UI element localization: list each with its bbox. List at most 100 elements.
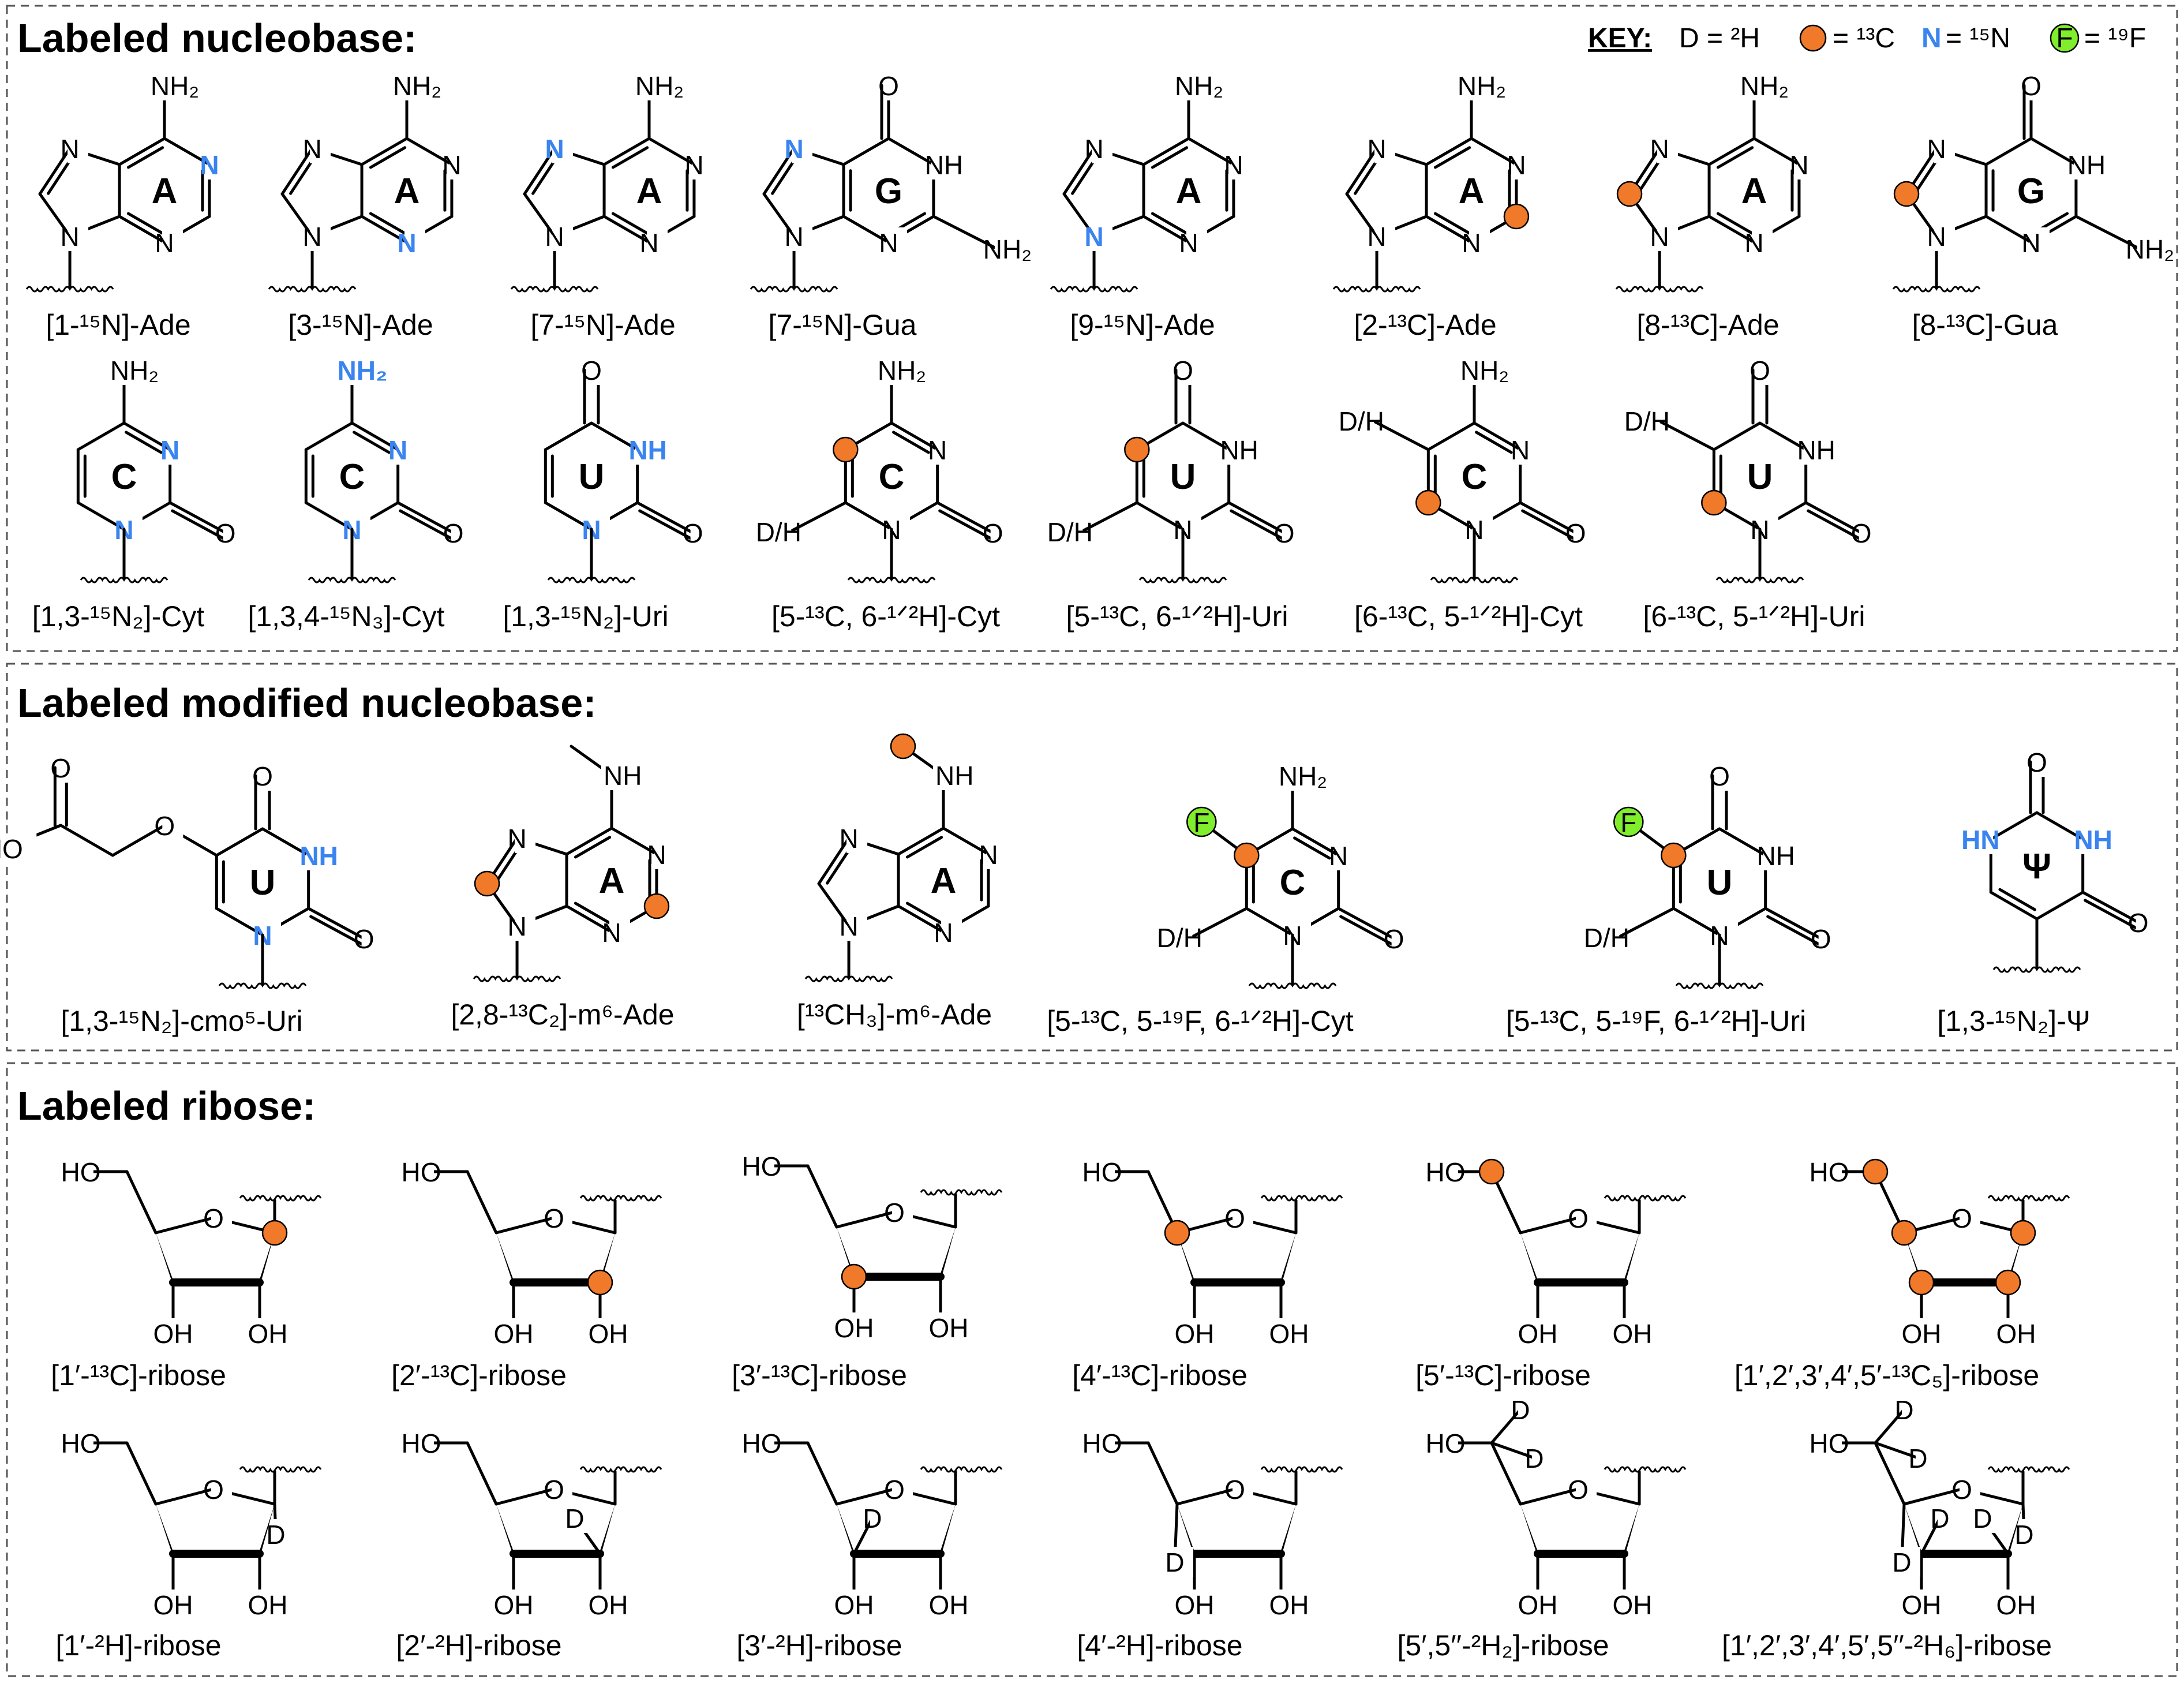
atom-label: D/H [1339, 406, 1384, 436]
atom-label: D/H [756, 517, 801, 547]
atom-label: D/H [1047, 517, 1093, 547]
atom-label: O [1172, 356, 1193, 386]
atom-label: NH₂ [151, 71, 199, 101]
atom-mask [1374, 133, 1396, 163]
nucleobase-12: ONH₂NND/HC[5-¹³C, 6-¹ᐟ²H]-Cyt [756, 355, 1012, 633]
modified-4: ONH₂NND/HFC[5-¹³C, 5-¹⁹F, 6-¹ᐟ²H]-Cyt [1047, 761, 1413, 1037]
atom-mask [1717, 761, 1738, 791]
bond [1490, 1408, 1522, 1445]
bond [1475, 431, 1513, 454]
bond [1227, 501, 1286, 534]
fluorine-19-marker [1186, 806, 1217, 837]
bond [636, 501, 695, 534]
atom-label: O [884, 1475, 905, 1505]
atom-label: N [1789, 150, 1808, 180]
bond [118, 215, 166, 244]
atom-mask [68, 1428, 93, 1458]
structure-caption: [1′,2′,3′,4′,5′-¹³C₅]-ribose [1735, 1359, 2039, 1392]
bond [842, 137, 890, 166]
atom-label: D/H [1584, 923, 1629, 953]
atom-mask [1620, 1590, 1645, 1620]
bond [1984, 137, 2033, 166]
bond [574, 836, 612, 859]
bond [936, 501, 995, 534]
ring-letter: A [394, 171, 420, 211]
atom-label: OH [589, 1319, 628, 1349]
atom-mask [1374, 221, 1396, 251]
atom-mask [515, 823, 536, 853]
atom-mask [1181, 355, 1201, 385]
atom-mask [1089, 1428, 1115, 1458]
bond [1371, 419, 1430, 451]
bond [1354, 157, 1380, 195]
atom-label: N [839, 824, 858, 854]
modified-nucleobase-structures: OONHNOOHOU[1,3-¹⁵N₂]-cmo⁵-UriNHNNNNA[2,8… [0, 733, 2157, 1037]
wedge-bond [938, 1227, 956, 1281]
atom-mask [310, 221, 331, 251]
atom-label: N [60, 134, 79, 164]
atom-mask [1433, 1428, 1458, 1458]
bond [304, 501, 354, 531]
atom-label: HO [61, 1428, 101, 1458]
atom-mask [749, 1428, 774, 1458]
bond [466, 1441, 498, 1506]
carbon-13-marker [841, 1263, 867, 1290]
attachment-squiggle [1615, 286, 1704, 293]
atom-mask [572, 1503, 593, 1533]
bond [523, 147, 556, 196]
bond [369, 146, 407, 169]
atom-label: N [1224, 150, 1243, 180]
bond [215, 827, 264, 857]
bond [280, 147, 314, 196]
atom-label: N [545, 222, 564, 252]
wedge-bond [598, 1504, 615, 1558]
atom-label: N [1507, 150, 1526, 180]
modified-5: OONHND/HFU[5-¹³C, 5-¹⁹F, 6-¹ᐟ²H]-Uri [1506, 761, 1840, 1037]
atom-label: O [1811, 924, 1831, 954]
atom-mask [1089, 1157, 1115, 1187]
atom-mask [1909, 1590, 1934, 1620]
atom-label: O [2128, 908, 2149, 938]
atom-mask [2003, 1590, 2029, 1620]
atom-mask [1518, 1394, 1539, 1424]
atom-mask [936, 1312, 961, 1342]
atom-label: D [565, 1504, 584, 1534]
structure-caption: [4′-¹³C]-ribose [1072, 1359, 1248, 1392]
bond [1874, 1408, 1906, 1445]
atom-label: HO [402, 1428, 441, 1458]
key-fluorine: = ¹⁹F [2084, 23, 2146, 54]
wedge-bond [1622, 1504, 1639, 1558]
key-nitrogen: = ¹⁵N [1946, 23, 2010, 54]
bond [762, 192, 796, 238]
atom-label: NH [1797, 435, 1835, 465]
panel-nucleobase [6, 5, 2178, 652]
carbon-13-marker [1891, 1220, 1917, 1246]
atom-label: D [1930, 1504, 1949, 1534]
atom-mask [1348, 406, 1374, 436]
atom-label: N [1084, 134, 1103, 164]
structure-caption: [2-¹³C]-Ade [1354, 309, 1496, 341]
bond [118, 137, 166, 166]
atom-label: O [215, 518, 236, 548]
ribose-structures: OHOOHOH[1′-¹³C]-riboseOHOOHOH[2′-¹³C]-ri… [51, 1151, 2070, 1662]
carbon-13-marker [1862, 1158, 1889, 1185]
bond [309, 915, 368, 948]
atom-label: NH [925, 150, 963, 180]
atom-label: OH [248, 1319, 288, 1349]
bond [495, 1216, 556, 1235]
bond [1707, 215, 1756, 244]
bond [1752, 137, 1801, 166]
attachment-squiggle [750, 286, 838, 293]
structure-caption: [1,3-¹⁵N₂]-Cyt [32, 600, 205, 633]
bond [1984, 215, 2033, 244]
atom-mask [1290, 761, 1316, 791]
attachment-squiggle [547, 577, 636, 584]
atom-mask [68, 221, 89, 251]
atom-mask [647, 227, 668, 257]
bond [942, 826, 990, 856]
atom-label: NH₂ [983, 234, 1032, 264]
atom-label: N [545, 134, 564, 164]
